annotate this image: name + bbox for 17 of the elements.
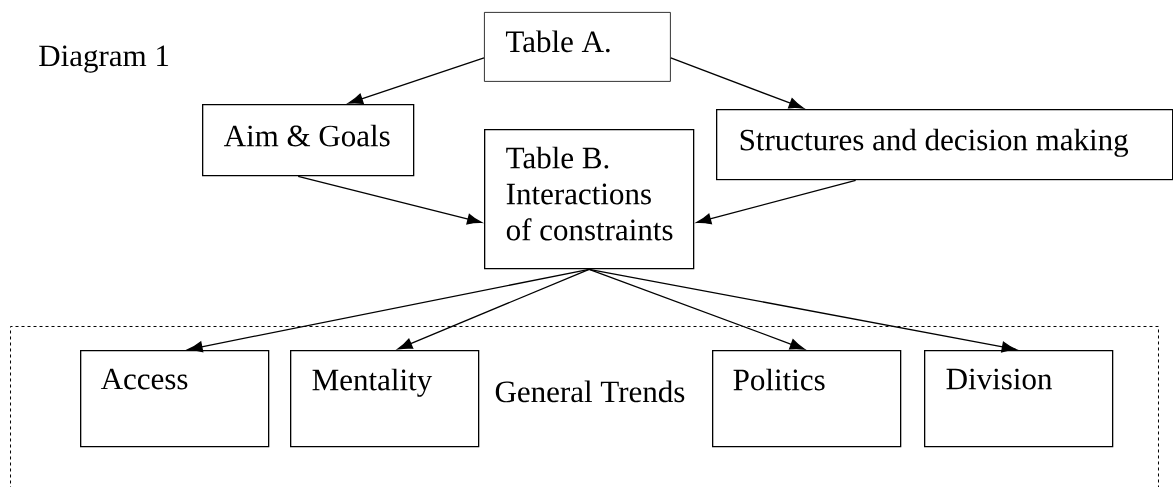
text-box: Aim & Goals — [202, 104, 415, 177]
text-box: Table B. Interactions of constraints — [484, 129, 695, 270]
arrow — [670, 57, 804, 109]
text-box: Mentality — [290, 350, 480, 448]
arrow — [297, 175, 482, 225]
arrow — [348, 57, 485, 105]
text-box: Access — [80, 350, 270, 448]
title: Diagram 1 — [39, 45, 169, 73]
arrow — [397, 268, 590, 350]
text-box: Division — [924, 350, 1114, 448]
text-box: Table A. — [484, 12, 671, 82]
arrow — [588, 268, 1017, 353]
arrow — [696, 179, 857, 225]
arrow — [588, 268, 805, 350]
text-box: Politics — [712, 350, 902, 448]
text-box: Structures and decision making — [716, 109, 1173, 181]
arrow — [187, 268, 590, 353]
